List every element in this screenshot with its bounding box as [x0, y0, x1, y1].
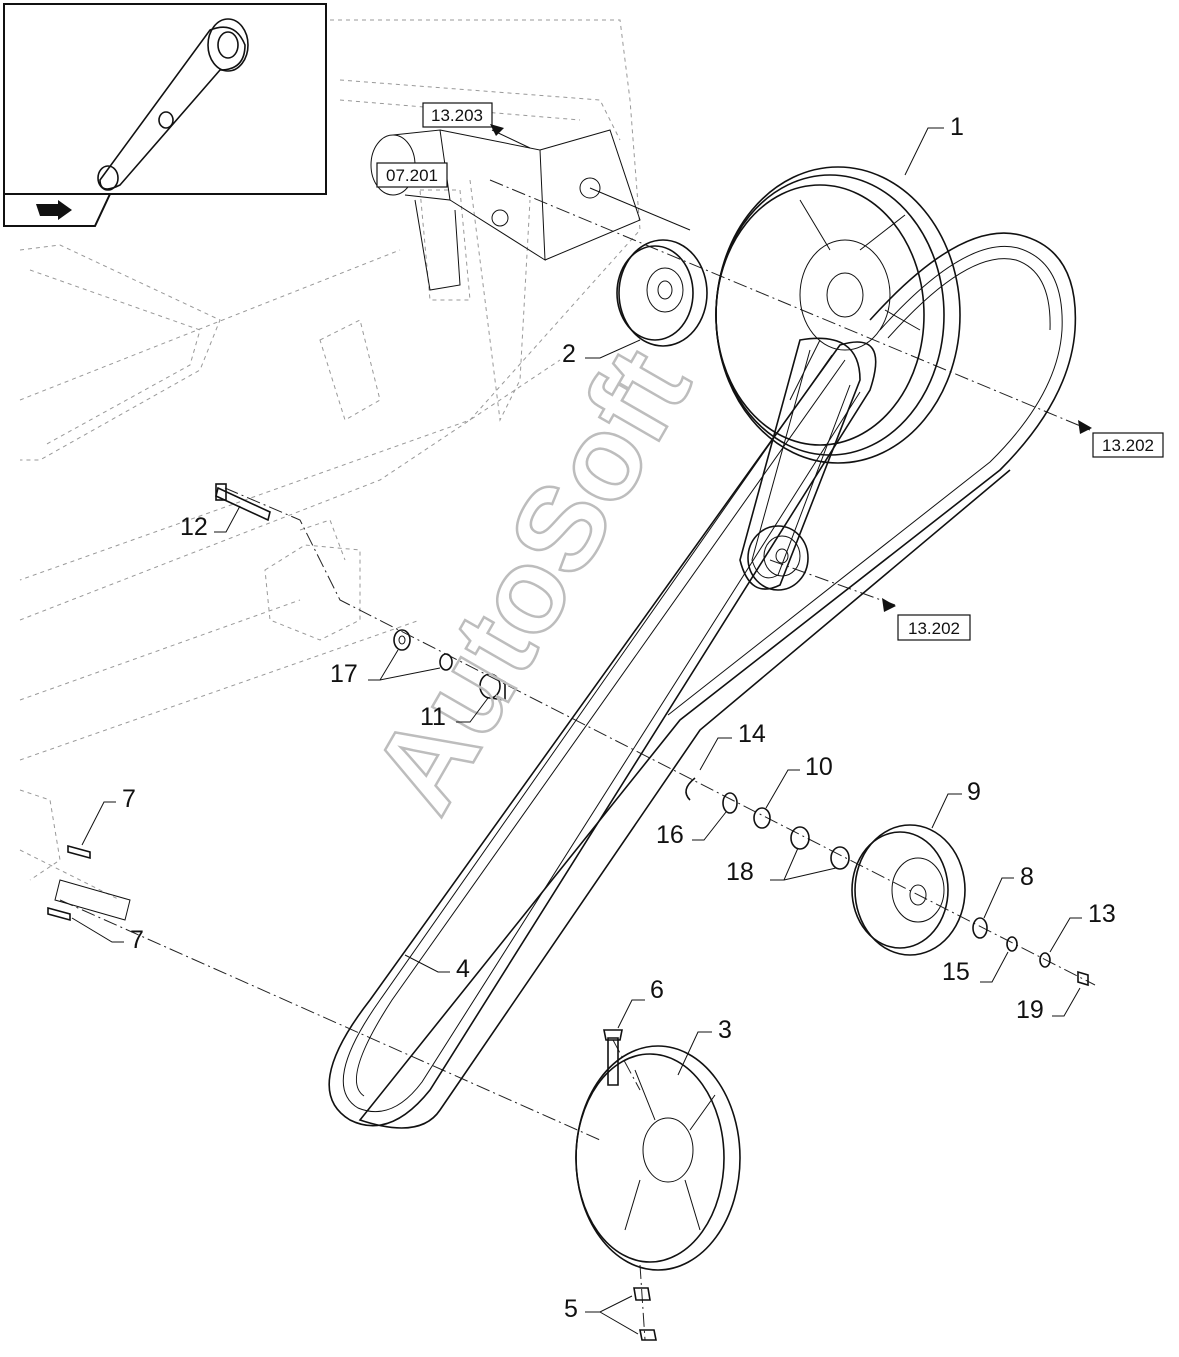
callout-2[interactable]: 2	[562, 339, 641, 368]
callout-11[interactable]: 11	[420, 697, 489, 731]
callout-18[interactable]: 18	[726, 847, 837, 886]
callout-label: 9	[967, 778, 981, 806]
callout-1[interactable]: 1	[904, 113, 964, 176]
callout-label: 14	[738, 720, 766, 748]
centre-lines	[59, 179, 1096, 1341]
callout-label: 15	[942, 958, 970, 986]
watermark-text: AutoSoft	[346, 327, 715, 833]
ref-label: 07.201	[386, 166, 438, 185]
pulley-1	[715, 166, 961, 464]
callout-label: 16	[656, 821, 684, 849]
ref-label: 13.203	[431, 106, 483, 125]
callout-label: 11	[420, 703, 446, 731]
forward-arrow-icon[interactable]	[36, 200, 72, 220]
pulley-2	[616, 239, 708, 347]
large-belt	[358, 232, 1077, 1129]
ref-label: 13.202	[908, 619, 960, 638]
hardware	[47, 483, 1089, 1341]
callout-label: 12	[180, 513, 208, 541]
callout-label: 8	[1020, 863, 1034, 891]
callout-9[interactable]: 9	[931, 778, 981, 829]
callout-6[interactable]: 6	[617, 976, 664, 1029]
callout-13[interactable]: 13	[1049, 900, 1116, 953]
callout-4[interactable]: 4	[404, 954, 470, 983]
callout-10[interactable]: 10	[765, 753, 833, 809]
machine-frame	[19, 19, 641, 901]
inset-thumbnail	[3, 3, 327, 195]
callout-label: 10	[805, 753, 833, 781]
callout-7-upper[interactable]: 7	[81, 785, 136, 846]
callout-label: 1	[950, 113, 964, 141]
callout-14[interactable]: 14	[699, 720, 766, 771]
callout-3[interactable]: 3	[677, 1016, 732, 1076]
callout-label: 7	[122, 785, 136, 813]
callout-label: 19	[1016, 996, 1044, 1024]
callout-8[interactable]: 8	[983, 863, 1034, 919]
callout-label: 6	[650, 976, 664, 1004]
callout-label: 3	[718, 1016, 732, 1044]
engine-block	[370, 129, 691, 291]
pulley-9	[851, 824, 966, 956]
ref-box-13203[interactable]: 13.203	[422, 102, 531, 149]
callout-5[interactable]: 5	[564, 1295, 639, 1335]
nav-tab[interactable]	[3, 193, 112, 227]
callout-label: 18	[726, 858, 754, 886]
callout-15[interactable]: 15	[942, 951, 1009, 986]
callout-label: 17	[330, 660, 358, 688]
callout-7-lower[interactable]: 7	[71, 917, 144, 954]
callout-label: 7	[130, 926, 144, 954]
ref-box-07201[interactable]: 07.201	[376, 162, 448, 188]
callout-19[interactable]: 19	[1016, 987, 1081, 1024]
callout-17[interactable]: 17	[330, 649, 441, 688]
pulley-3	[575, 1045, 741, 1271]
ref-box-13202-upper[interactable]: 13.202	[1078, 420, 1164, 458]
callout-label: 13	[1088, 900, 1116, 928]
callout-label: 2	[562, 340, 576, 368]
small-pulley	[747, 525, 809, 591]
callout-12[interactable]: 12	[180, 505, 241, 541]
ref-label: 13.202	[1102, 436, 1154, 455]
callout-label: 5	[564, 1295, 578, 1323]
callout-16[interactable]: 16	[656, 811, 727, 849]
ref-box-13202-lower[interactable]: 13.202	[882, 598, 971, 641]
callout-label: 4	[456, 955, 470, 983]
